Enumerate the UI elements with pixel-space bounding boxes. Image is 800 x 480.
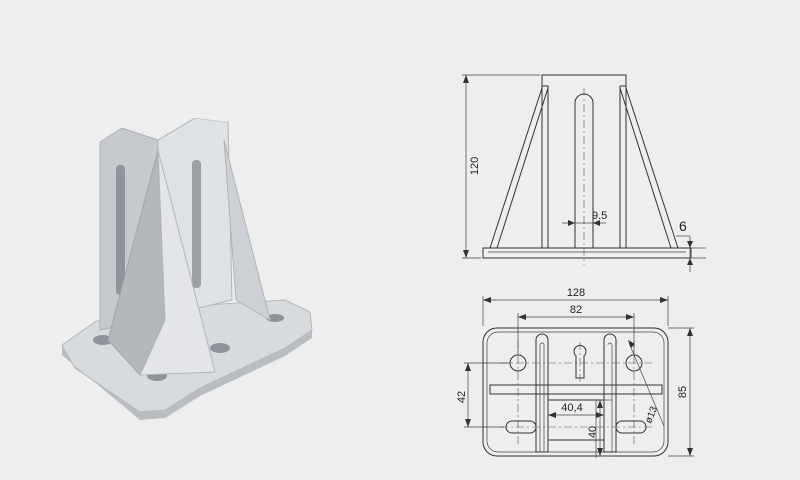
keyhole-center (573, 345, 587, 379)
bracket-3d-render (61, 114, 313, 420)
front-view: 120 9.5 6 (462, 74, 706, 272)
rib-front (139, 149, 216, 376)
base-hole (210, 343, 230, 353)
dim-left-offset: 42 (456, 391, 468, 403)
rib-vertical-right (603, 333, 617, 453)
dim-slot-width: 9.5 (592, 210, 607, 222)
slot-bottom-left (505, 420, 537, 434)
dim-bottom-offset: 40 (587, 426, 599, 438)
base-hole (93, 335, 113, 345)
rib-right (223, 139, 271, 322)
dim-hole-spacing: 82 (570, 304, 582, 316)
right-plate-lip (168, 114, 228, 126)
front-base (482, 247, 692, 259)
back-slot (116, 165, 125, 295)
slot-bottom-right (615, 420, 647, 434)
center-hub (548, 399, 604, 441)
base-plate-edge (62, 330, 312, 420)
dim-height: 120 (469, 157, 481, 175)
dim-base-thickness: 6 (679, 218, 687, 234)
top-view: 128 82 42 40,4 40 85 (456, 287, 694, 458)
dim-hole-diameter: ø13 (643, 405, 660, 426)
front-rib-right (619, 87, 679, 249)
front-rib-left (489, 87, 549, 249)
plate-outline (482, 327, 669, 457)
dim-center-spacing: 40,4 (561, 402, 582, 414)
dim-base-width: 128 (567, 287, 585, 299)
right-slot (192, 160, 201, 288)
rib-horizontal (489, 384, 663, 395)
dim-base-depth: 85 (677, 386, 689, 398)
dim-line-hole-diameter (628, 342, 665, 427)
rib-vertical-left (535, 333, 549, 453)
